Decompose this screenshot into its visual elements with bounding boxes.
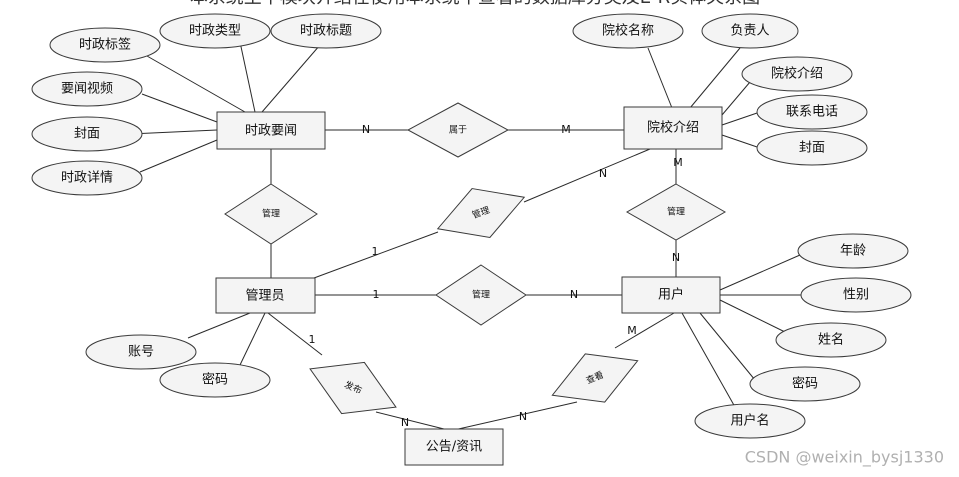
svg-text:时政要闻: 时政要闻 bbox=[245, 124, 297, 139]
svg-text:年龄: 年龄 bbox=[840, 244, 866, 259]
svg-text:姓名: 姓名 bbox=[818, 332, 844, 348]
svg-text:要闻视频: 要闻视频 bbox=[61, 82, 113, 97]
svg-text:时政详情: 时政详情 bbox=[61, 171, 113, 186]
entity-notice[interactable]: 公告/资讯 bbox=[404, 428, 504, 466]
svg-text:时政标题: 时政标题 bbox=[300, 24, 352, 39]
svg-text:院校名称: 院校名称 bbox=[602, 23, 654, 39]
attr-school-phone: 联系电话 bbox=[756, 94, 868, 130]
svg-text:院校介绍: 院校介绍 bbox=[647, 120, 699, 136]
card-schooluser-school: M bbox=[673, 156, 683, 169]
svg-text:性别: 性别 bbox=[843, 288, 869, 303]
svg-text:院校介绍: 院校介绍 bbox=[771, 66, 823, 82]
card-adminschool-school: N bbox=[599, 167, 607, 180]
relation-view[interactable]: 查看 bbox=[543, 337, 648, 420]
card-belongs-news: N bbox=[362, 123, 370, 136]
svg-text:公告/资讯: 公告/资讯 bbox=[426, 440, 482, 455]
attr-user-name: 姓名 bbox=[775, 322, 887, 358]
svg-text:管理: 管理 bbox=[262, 208, 280, 220]
card-belongs-school: M bbox=[561, 123, 571, 136]
entity-user[interactable]: 用户 bbox=[621, 276, 721, 314]
cardinality-labels: N M 1 N M N 1 N 1 N N M bbox=[309, 123, 683, 429]
svg-text:管理: 管理 bbox=[472, 289, 490, 301]
svg-text:时政标签: 时政标签 bbox=[79, 37, 131, 53]
relation-admin-school[interactable]: 管理 bbox=[429, 173, 533, 253]
entity-admin[interactable]: 管理员 bbox=[215, 277, 316, 314]
attr-user-gender: 性别 bbox=[800, 277, 912, 313]
card-publish-admin: 1 bbox=[309, 333, 316, 346]
card-adminschool-admin: 1 bbox=[372, 245, 379, 258]
relation-belongs[interactable]: 属于 bbox=[406, 102, 510, 158]
svg-text:时政类型: 时政类型 bbox=[189, 24, 241, 39]
attr-user-username: 用户名 bbox=[694, 403, 806, 439]
entity-news[interactable]: 时政要闻 bbox=[216, 111, 326, 150]
card-adminuser-user: N bbox=[570, 288, 578, 301]
svg-text:封面: 封面 bbox=[799, 141, 825, 156]
attr-admin-account: 账号 bbox=[85, 334, 197, 370]
entity-school[interactable]: 院校介绍 bbox=[623, 106, 723, 150]
card-schooluser-user: N bbox=[672, 251, 680, 264]
svg-text:封面: 封面 bbox=[74, 127, 100, 142]
header-text: 本系统主中模块介绍在使用本系统中查看的数据库分类及E-R实体关系图 bbox=[190, 0, 760, 8]
watermark-text: CSDN @weixin_bysj1330 bbox=[745, 448, 944, 468]
attr-news-video: 要闻视频 bbox=[31, 71, 143, 107]
svg-text:密码: 密码 bbox=[792, 376, 818, 392]
svg-text:账号: 账号 bbox=[128, 345, 154, 360]
attr-admin-password: 密码 bbox=[159, 362, 271, 398]
card-publish-notice: N bbox=[401, 416, 409, 429]
svg-text:密码: 密码 bbox=[202, 372, 228, 388]
attr-school-owner: 负责人 bbox=[701, 13, 799, 49]
attr-news-title: 时政标题 bbox=[270, 13, 382, 49]
card-view-notice: N bbox=[519, 410, 527, 423]
attr-news-tag: 时政标签 bbox=[49, 27, 161, 63]
attr-news-cover: 封面 bbox=[31, 116, 143, 152]
relation-admin-news[interactable]: 管理 bbox=[224, 183, 318, 245]
attr-user-age: 年龄 bbox=[797, 233, 909, 269]
svg-text:联系电话: 联系电话 bbox=[786, 105, 838, 120]
card-adminuser-admin: 1 bbox=[373, 288, 380, 301]
svg-text:管理员: 管理员 bbox=[245, 289, 284, 304]
relation-school-user[interactable]: 管理 bbox=[625, 183, 727, 241]
svg-text:管理: 管理 bbox=[667, 206, 685, 218]
card-view-user: M bbox=[627, 324, 637, 337]
attr-news-type: 时政类型 bbox=[159, 13, 271, 49]
attr-user-password: 密码 bbox=[749, 366, 861, 402]
svg-text:属于: 属于 bbox=[449, 125, 467, 136]
attr-news-detail: 时政详情 bbox=[31, 160, 143, 196]
relation-publish[interactable]: 发布 bbox=[299, 343, 408, 432]
attr-school-name: 院校名称 bbox=[572, 13, 684, 49]
svg-text:用户名: 用户名 bbox=[730, 413, 769, 429]
connector-lines bbox=[129, 41, 802, 431]
attr-school-cover: 封面 bbox=[756, 130, 868, 166]
attr-school-intro: 院校介绍 bbox=[741, 56, 853, 92]
relation-admin-user[interactable]: 管理 bbox=[435, 264, 527, 326]
svg-text:用户: 用户 bbox=[658, 287, 684, 303]
svg-text:负责人: 负责人 bbox=[730, 24, 769, 39]
